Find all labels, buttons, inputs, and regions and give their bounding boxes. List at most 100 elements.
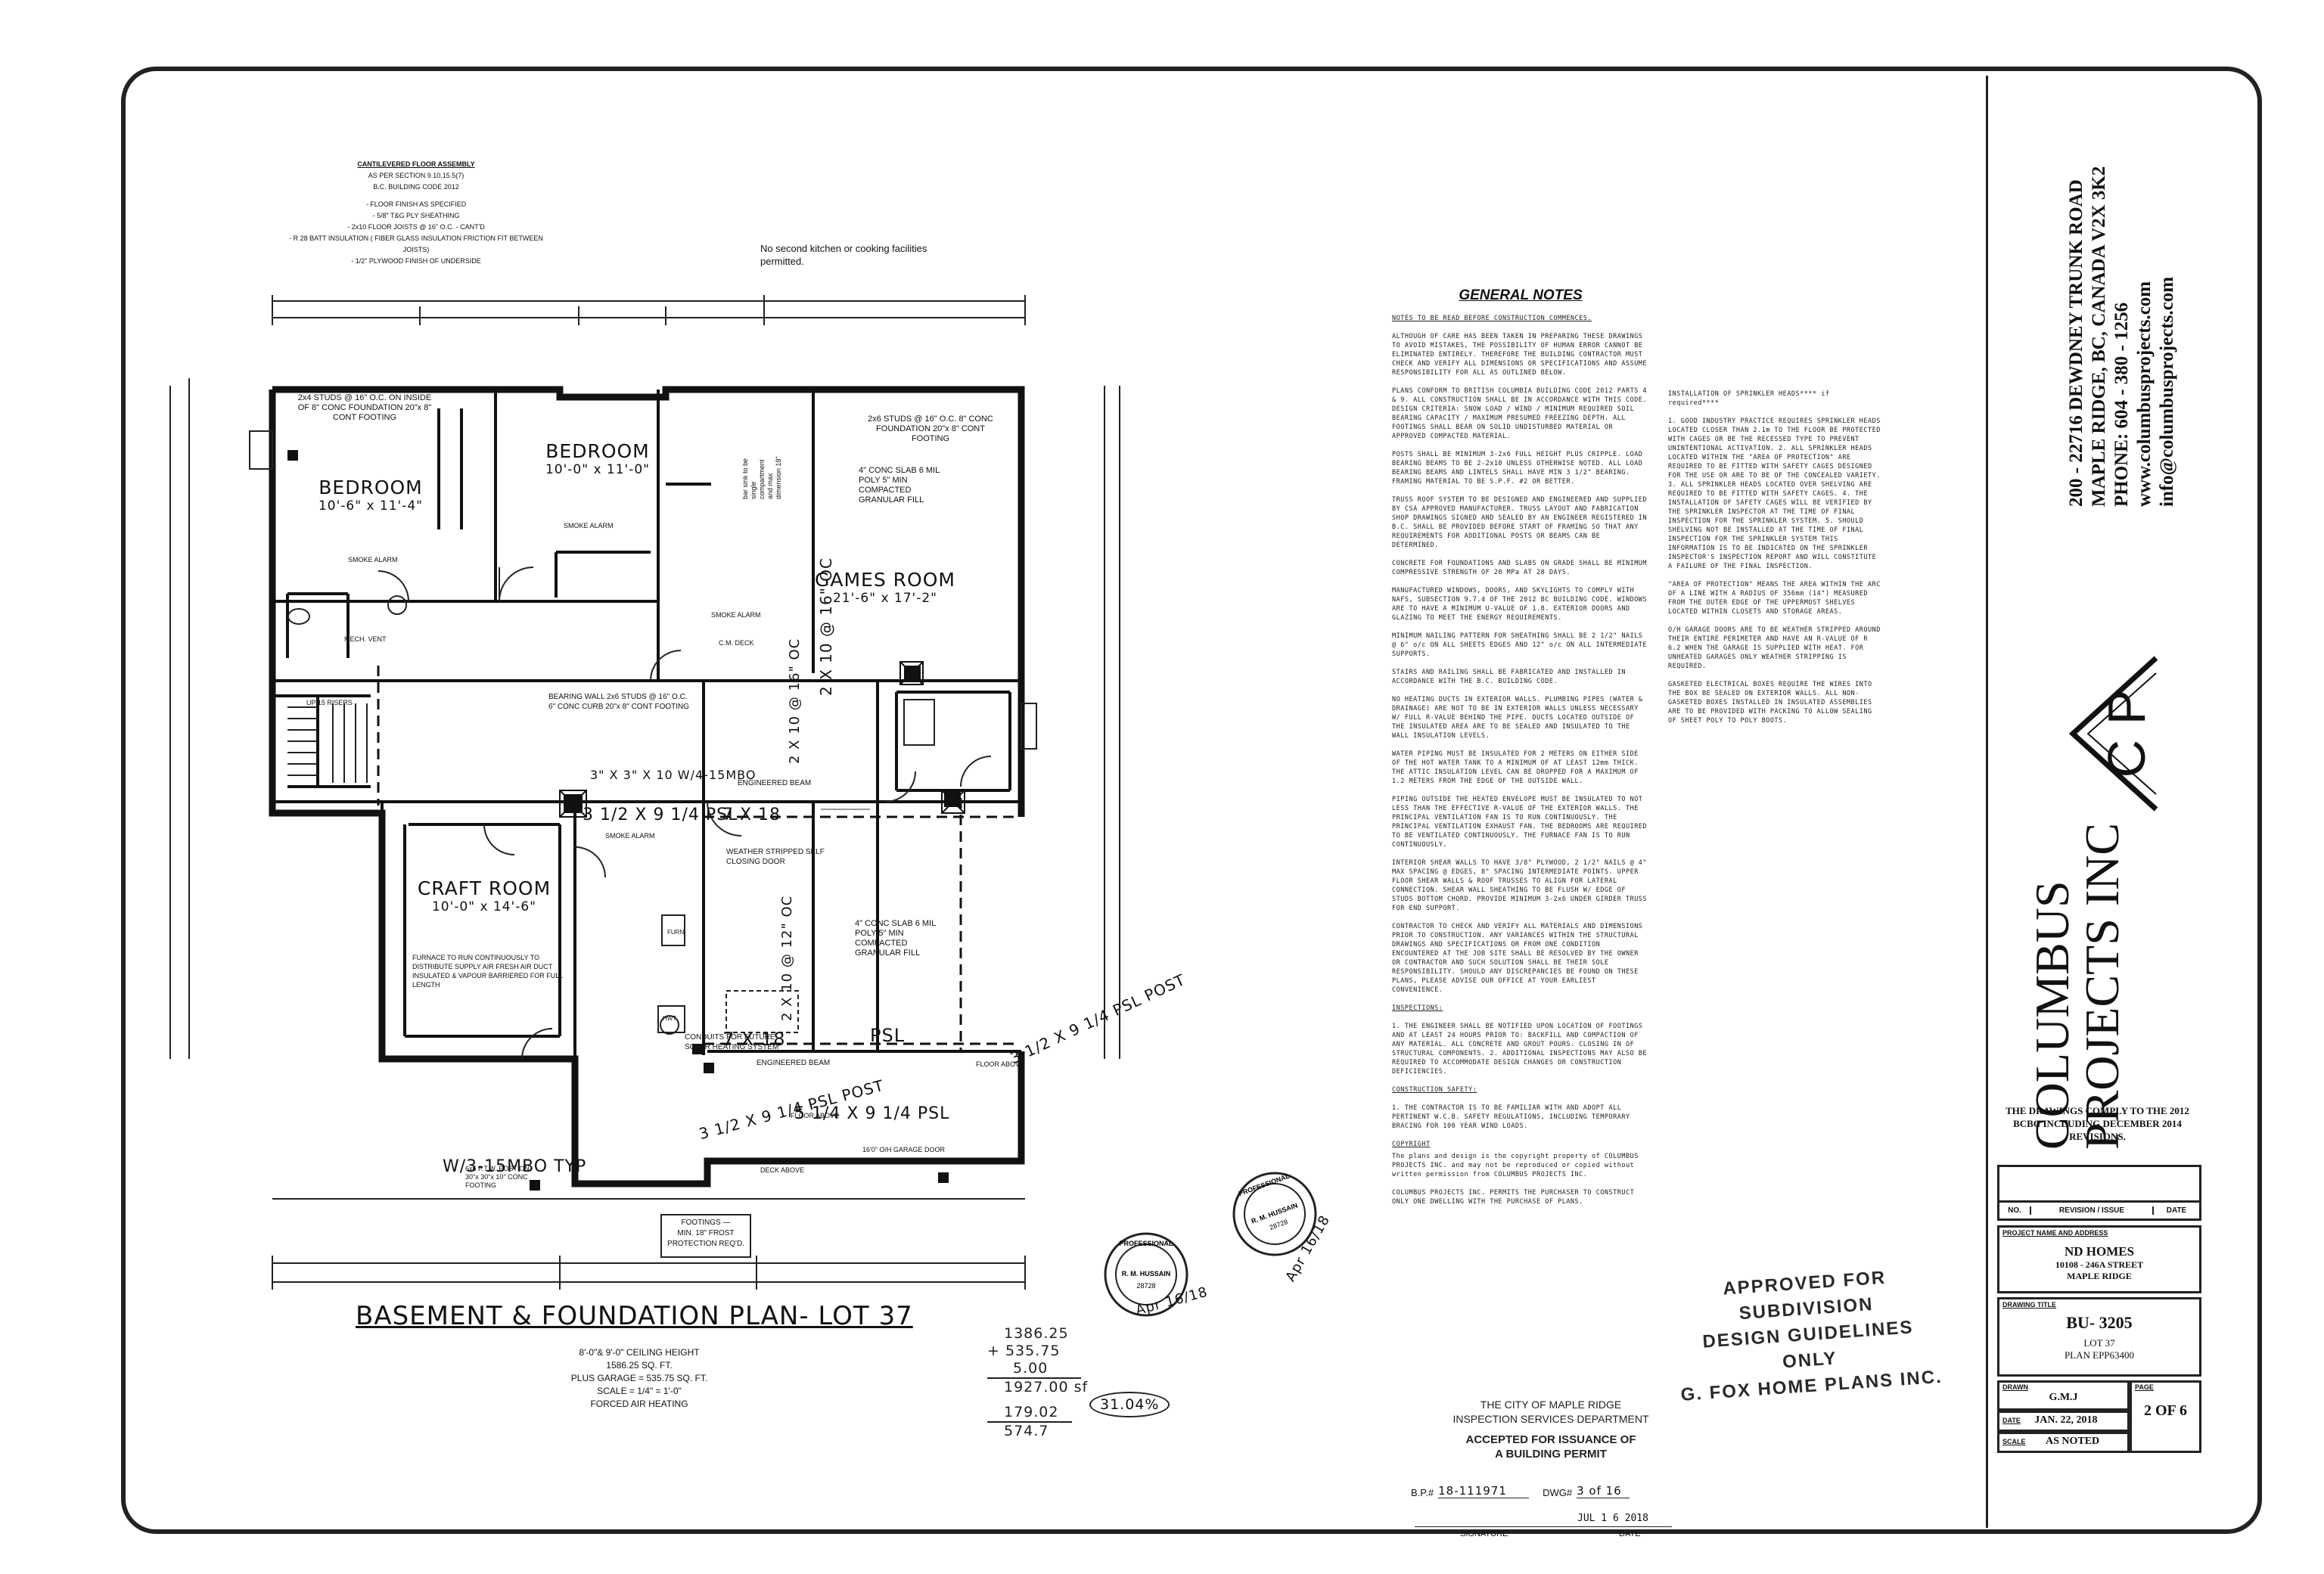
signature-label: SIGNATURE	[1460, 1529, 1508, 1538]
seal-number: 28728	[1269, 1218, 1289, 1231]
note-paragraph: WATER PIPING MUST BE INSULATED FOR 2 MET…	[1392, 750, 1639, 785]
date-value: JAN. 22, 2018	[2034, 1414, 2098, 1426]
dimension-ticks	[272, 295, 1026, 1290]
footing-note-box: FOOTINGS — MIN. 18" FROST PROTECTION REQ…	[660, 1214, 751, 1258]
cantilever-note: CANTILEVERED FLOOR ASSEMBLY AS PER SECTI…	[280, 159, 552, 267]
mech-vent-label: MECH. VENT	[344, 635, 387, 643]
plan-subinfo-line: PLUS GARAGE = 535.75 SQ. FT.	[570, 1373, 708, 1383]
engineered-beam-label: ENGINEERED BEAM	[738, 779, 812, 787]
engineered-beam-label: ENGINEERED BEAM	[757, 1059, 831, 1067]
rev-header-issue: REVISION / ISSUE	[2031, 1206, 2154, 1215]
stud-wall-note-2: 2x6 STUDS @ 16" O.C. 8" CONC FOUNDATION …	[868, 414, 993, 443]
cantilever-line: - 2x10 FLOOR JOISTS @ 16" O.C. - CANT'D	[347, 223, 485, 231]
fixtures	[287, 595, 935, 1035]
city-line: THE CITY OF MAPLE RIDGE	[1480, 1399, 1622, 1411]
engineer-seal-2: PROFESSIONAL R. M. HUSSAIN 28728	[1232, 1172, 1317, 1256]
revision-header: NO. REVISION / ISSUE DATE	[1997, 1203, 2201, 1221]
door-swings	[377, 567, 992, 1060]
date-cell-label: DATE	[2002, 1417, 2021, 1424]
handwritten-beam-1: 3 1/2 X 9 1/4 PSL	[583, 806, 738, 824]
project-label: PROJECT NAME AND ADDRESS	[2002, 1229, 2108, 1237]
room-craft-room: CRAFT ROOM 10'-0" x 14'-6"	[412, 877, 556, 914]
note-paragraph: ALTHOUGH OF CARE HAS BEEN TAKEN IN PREPA…	[1392, 333, 1648, 377]
plan-subinfo-line: 1586.25 SQ. FT.	[606, 1360, 673, 1371]
calc-line: 1386.25	[1004, 1325, 1069, 1342]
handwritten-wall-2: 3" X 3" X 10 W/4-15MBO	[590, 768, 757, 782]
project-name: ND HOMES	[2064, 1244, 2135, 1259]
note-paragraph: GASKETED ELECTRICAL BOXES REQUIRE THE WI…	[1668, 681, 1872, 725]
floor-above-label: FLOOR ABOVE	[791, 1112, 840, 1119]
permit-prefix: B.P.#	[1411, 1487, 1434, 1498]
note-paragraph: CONSTRUCTION SAFETY:	[1392, 1086, 1477, 1094]
note-paragraph: COPYRIGHT	[1392, 1141, 1431, 1148]
note-paragraph: The plans and design is the copyright pr…	[1392, 1153, 1639, 1178]
handwritten-lvl-3: 2 X 10 @ 16" OC	[817, 557, 835, 696]
approval-stamp: APPROVED FOR SUBDIVISION DESIGN GUIDELIN…	[1668, 1262, 1949, 1409]
note-paragraph: COLUMBUS PROJECTS INC. PERMITS THE PURCH…	[1392, 1189, 1635, 1206]
plan-subinfo: 8'-0"& 9'-0" CEILING HEIGHT 1586.25 SQ. …	[564, 1346, 715, 1411]
note-paragraph: INSPECTIONS:	[1392, 1004, 1443, 1012]
dwg-number: 3 of 16	[1577, 1484, 1630, 1498]
page-label: PAGE	[2135, 1383, 2154, 1391]
handwritten-lvl-1: 2 X 10 @ 16" OC	[787, 638, 803, 764]
drawing-lot: LOT 37	[2083, 1337, 2115, 1349]
plan-subinfo-line: FORCED AIR HEATING	[590, 1399, 688, 1409]
note-paragraph: NO HEATING DUCTS IN EXTERIOR WALLS. PLUM…	[1392, 696, 1643, 740]
cantilever-line: - R 28 BATT INSULATION ( FIBER GLASS INS…	[289, 234, 543, 253]
room-size: 21'-6" x 17'-2"	[832, 591, 938, 606]
note-paragraph: 1. GOOD INDUSTRY PRACTICE REQUIRES SPRIN…	[1668, 418, 1881, 570]
title-block-frame	[1986, 76, 2215, 1528]
note-paragraph: PLANS CONFORM TO BRITISH COLUMBIA BUILDI…	[1392, 387, 1648, 440]
note-paragraph: CONTRACTOR TO CHECK AND VERIFY ALL MATER…	[1392, 923, 1643, 994]
general-notes-col-1: NOTES TO BE READ BEFORE CONSTRUCTION COM…	[1392, 314, 1649, 1215]
slab-note-1: 4" CONC SLAB 6 MIL POLY 5" MIN COMPACTED…	[859, 466, 940, 504]
scale-label: SCALE	[2002, 1438, 2026, 1445]
compliance-note: THE DRAWINGS COMPLY TO THE 2012 BCBC INC…	[2006, 1105, 2189, 1142]
drawing-title-cell: DRAWING TITLE BU- 3205 LOT 37 PLAN EPP63…	[1997, 1297, 2201, 1377]
project-city: MAPLE RIDGE	[2067, 1271, 2132, 1281]
permit-line: B.P.# 18-111971 DWG# 3 of 16	[1411, 1484, 1691, 1498]
bar-sink-note: bar sink to be single compartment and ma…	[741, 456, 782, 499]
permit-date: JUL 1 6 2018	[1577, 1513, 1648, 1524]
deck-above-label: DECK ABOVE	[760, 1166, 805, 1174]
cantilever-line: - 1/2" PLYWOOD FINISH OF UNDERSIDE	[351, 257, 481, 265]
handwritten-lvl-2: 2 X 10 @ 12" OC	[779, 895, 795, 1021]
up-risers-label: UP 15 RISERS	[306, 699, 353, 706]
stair-treads	[287, 703, 368, 783]
drawing-sheet-border	[121, 67, 2262, 1534]
room-bedroom-2: BEDROOM 10'-0" x 11'-0"	[537, 440, 658, 477]
room-name: BEDROOM	[318, 477, 423, 498]
seal-number: 28728	[1136, 1282, 1155, 1290]
note-paragraph: POSTS SHALL BE MINIMUM 3-2x6 FULL HEIGHT…	[1392, 451, 1643, 486]
note-paragraph: 1. THE CONTRACTOR IS TO BE FAMILIAR WITH…	[1392, 1104, 1630, 1130]
window-marks	[249, 430, 1037, 750]
page-value: 2 OF 6	[2143, 1402, 2188, 1419]
logo-letters: C P	[2097, 690, 2156, 778]
title-block: 200 - 22716 DEWDNEY TRUNK ROAD MAPLE RID…	[1997, 83, 2201, 1520]
revision-table	[1997, 1165, 2201, 1203]
calc-line: + 535.75	[987, 1343, 1061, 1359]
footing-line: MIN. 18" FROST	[677, 1229, 735, 1237]
stud-wall-note-1: 2x4 STUDS @ 16" O.C. ON INSIDE OF 8" CON…	[297, 393, 432, 422]
garage-door-label: 16'0" O/H GARAGE DOOR	[862, 1146, 945, 1153]
interior-walls	[272, 390, 1021, 1059]
smoke-alarm-label: SMOKE ALARM	[711, 611, 761, 619]
plan-title: BASEMENT & FOUNDATION PLAN- LOT 37	[356, 1301, 913, 1331]
drawing-number: BU- 3205	[2066, 1313, 2133, 1332]
room-name: BEDROOM	[545, 440, 650, 462]
seal-word: PROFESSIONAL	[1119, 1240, 1173, 1247]
room-size: 10'-0" x 14'-6"	[431, 899, 537, 914]
cm-deck-label: C.M. DECK	[719, 639, 754, 647]
calc-line: 5.00	[987, 1360, 1081, 1379]
plan-subinfo-line: SCALE = 1/4" = 1'-0"	[597, 1386, 682, 1396]
rev-header-no: NO.	[1999, 1206, 2031, 1215]
cantilever-heading: CANTILEVERED FLOOR ASSEMBLY	[357, 160, 475, 168]
drawn-label: DRAWN	[2002, 1383, 2028, 1391]
note-paragraph: O/H GARAGE DOORS ARE TO BE WEATHER STRIP…	[1668, 626, 1881, 670]
general-notes-title: GENERAL NOTES	[1459, 287, 1583, 303]
no-kitchen-note: No second kitchen or cooking facilities …	[760, 243, 927, 267]
note-paragraph: NOTES TO BE READ BEFORE CONSTRUCTION COM…	[1392, 315, 1592, 322]
smoke-alarm-label: SMOKE ALARM	[348, 556, 398, 563]
scale-cell: SCALE AS NOTED	[1997, 1432, 2130, 1453]
pad-footing-note: 6x6 P.T.W. POST ON 30"x 30"x 10" CONC FO…	[465, 1165, 530, 1189]
